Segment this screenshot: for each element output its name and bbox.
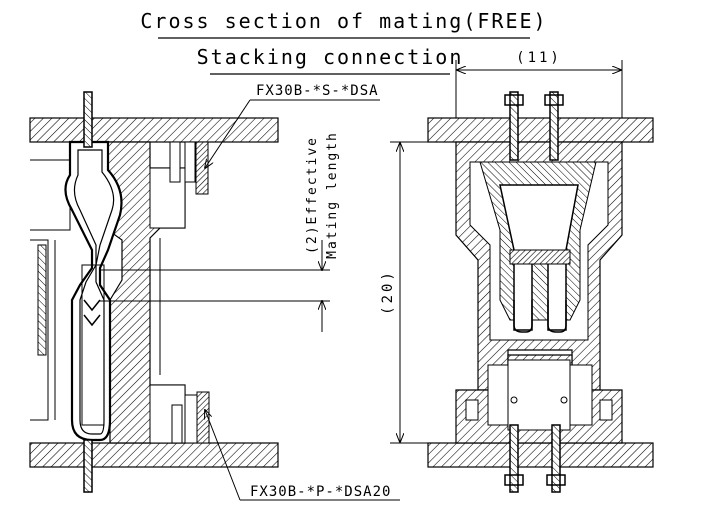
top-board-left — [29, 117, 279, 143]
bottom-pin-left — [83, 439, 93, 493]
title-line2: Stacking connection — [197, 45, 464, 69]
effective-label-line1: (2)Effective — [305, 136, 320, 254]
effective-label-line2: Mating length — [325, 131, 340, 259]
effective-label: (2)Effective Mating length — [305, 131, 340, 259]
leader-bottom-part: FX30B-*P-*DSA20 — [205, 410, 400, 501]
top-retainer — [195, 141, 209, 195]
bottom-retainer — [196, 391, 210, 444]
height-dim-label: (20) — [380, 269, 396, 315]
title-block: Cross section of mating(FREE) Stacking c… — [140, 9, 547, 75]
bottom-board-right — [427, 442, 654, 468]
right-section: (11) (20) — [380, 50, 654, 493]
top-board-right — [427, 117, 654, 143]
top-part-number: FX30B-*S-*DSA — [256, 83, 379, 99]
left-section: (2)Effective Mating length FX30B-*S-*DSA… — [29, 83, 400, 501]
width-dim-label: (11) — [516, 50, 562, 66]
title-line1: Cross section of mating(FREE) — [140, 9, 547, 33]
bottom-part-number: FX30B-*P-*DSA20 — [250, 484, 391, 500]
top-pins-right — [509, 91, 559, 161]
top-pin-left — [83, 91, 93, 148]
leader-top-part: FX30B-*S-*DSA — [205, 83, 380, 168]
bottom-board-left — [29, 442, 279, 468]
